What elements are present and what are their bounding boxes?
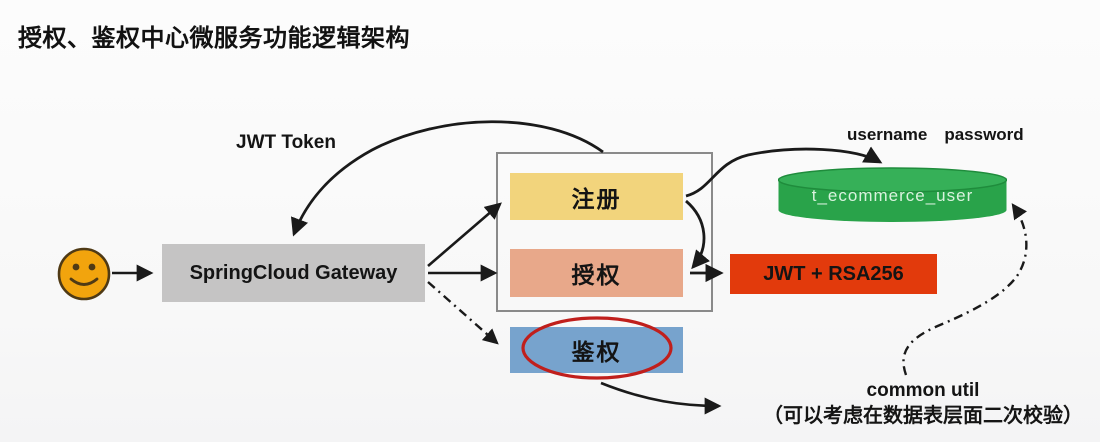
smiley-head (57, 247, 111, 301)
arrow-gateway-to-register (427, 202, 502, 267)
smiley-right-eye (88, 263, 96, 271)
password-label: password (944, 125, 1024, 144)
authorize-node: 授权 (510, 249, 683, 297)
authenticate-node: 鉴权 (510, 327, 683, 373)
gateway-node: SpringCloud Gateway (162, 244, 425, 302)
common-util-title: common util (866, 380, 980, 401)
arrow-gateway-to-authenticate (427, 281, 499, 345)
credentials-label: username password (847, 125, 1024, 145)
register-node: 注册 (510, 173, 683, 220)
smiley-mouth (69, 277, 99, 286)
arrow-authenticate-to-commonutil (600, 381, 722, 415)
smiley-left-eye (72, 263, 80, 271)
username-label: username (847, 125, 928, 144)
common-util-note: common util （可以考虑在数据表层面二次校验） (745, 380, 1100, 428)
smiley-face-icon (57, 247, 111, 301)
common-util-detail: （可以考虑在数据表层面二次校验） (763, 404, 1083, 427)
jwt-rsa256-node: JWT + RSA256 (730, 254, 937, 294)
jwt-token-label: JWT Token (236, 132, 336, 153)
diagram-title: 授权、鉴权中心微服务功能逻辑架构 (18, 25, 410, 52)
user-table-label: t_ecommerce_user (811, 186, 974, 205)
